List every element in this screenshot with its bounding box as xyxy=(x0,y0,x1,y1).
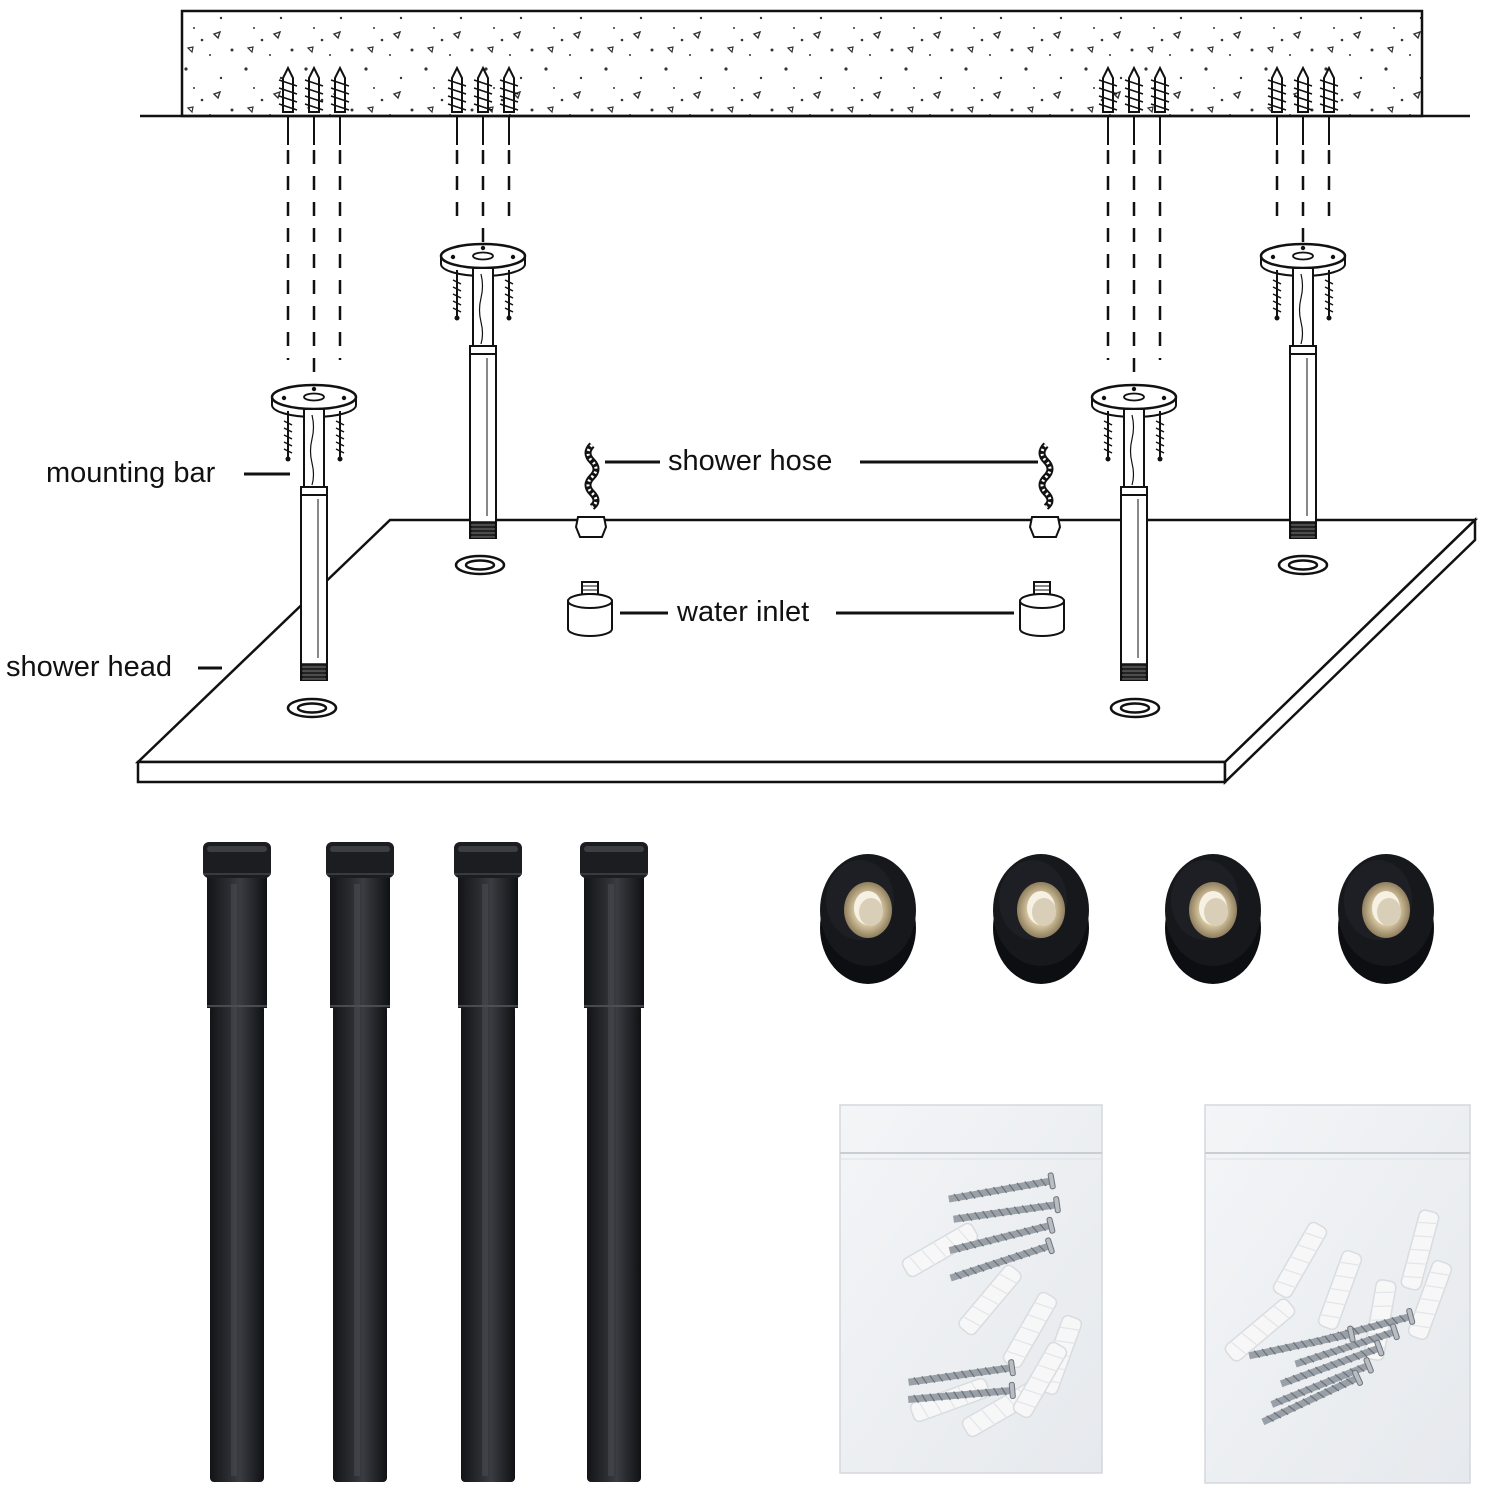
mounting-bar-assemblies xyxy=(270,242,1347,681)
screw xyxy=(1270,1357,1374,1408)
wall-anchor xyxy=(447,65,467,145)
plastic-anchor xyxy=(1272,1221,1328,1299)
wall-anchor xyxy=(1124,65,1144,145)
shower-hose-left xyxy=(574,442,608,538)
wall-anchor xyxy=(499,65,519,145)
shower-head-panel xyxy=(134,517,1479,785)
wall-anchor xyxy=(1293,65,1313,145)
leader-lines xyxy=(198,460,1038,670)
wall-anchor xyxy=(1319,65,1339,145)
extension-rods xyxy=(203,842,648,1482)
mounting-bar xyxy=(270,383,358,681)
wall-flange xyxy=(1338,854,1434,984)
shower-hose-right xyxy=(1028,442,1062,538)
ceiling-anchors xyxy=(278,65,1339,145)
extension-rod xyxy=(326,842,394,1482)
label-water-inlet: water inlet xyxy=(677,596,810,628)
screw xyxy=(948,1216,1056,1254)
screw-bag xyxy=(839,1104,1103,1474)
screw xyxy=(1248,1325,1356,1360)
ceiling-slab xyxy=(180,9,1424,118)
label-mounting-bar: mounting bar xyxy=(46,457,216,489)
wall-anchor xyxy=(278,65,298,145)
included-parts xyxy=(203,842,1471,1484)
assembly-drawing xyxy=(134,9,1479,785)
extension-rod xyxy=(203,842,271,1482)
label-shower-hose: shower hose xyxy=(668,445,833,477)
mounting-bar xyxy=(1259,242,1347,539)
screw-bag xyxy=(1204,1104,1471,1484)
dashed-guide-lines xyxy=(286,150,1331,380)
mounting-bar xyxy=(439,242,527,539)
label-shower-head: shower head xyxy=(6,651,173,683)
screw xyxy=(949,1237,1055,1282)
screw xyxy=(907,1381,1016,1404)
screw xyxy=(1279,1339,1385,1388)
screw xyxy=(953,1196,1061,1223)
screw-bags xyxy=(839,1104,1471,1484)
wall-anchor xyxy=(304,65,324,145)
wall-flanges xyxy=(820,854,1434,984)
wall-flange xyxy=(1165,854,1261,984)
plastic-anchor xyxy=(1400,1209,1440,1291)
wall-flange xyxy=(993,854,1089,984)
plastic-anchor xyxy=(901,1222,979,1278)
wall-anchor xyxy=(473,65,493,145)
wall-anchor xyxy=(1098,65,1118,145)
wall-anchor xyxy=(1150,65,1170,145)
plastic-anchor xyxy=(1407,1259,1453,1341)
screw xyxy=(948,1172,1056,1203)
screw xyxy=(1261,1369,1364,1426)
wall-anchor xyxy=(330,65,350,145)
mounting-bar xyxy=(1090,383,1178,681)
extension-rod xyxy=(580,842,648,1482)
water-inlet-left xyxy=(567,581,613,637)
water-inlet-right xyxy=(1019,581,1065,637)
plastic-anchor xyxy=(1317,1249,1363,1331)
plastic-anchor xyxy=(1224,1298,1296,1362)
extension-rod xyxy=(454,842,522,1482)
plastic-anchor xyxy=(1012,1341,1068,1419)
wall-anchor xyxy=(1267,65,1287,145)
screw xyxy=(908,1359,1016,1386)
rubber-washers xyxy=(286,554,1329,719)
wall-flange xyxy=(820,854,916,984)
screw xyxy=(1294,1323,1400,1368)
plastic-anchor xyxy=(958,1264,1022,1336)
